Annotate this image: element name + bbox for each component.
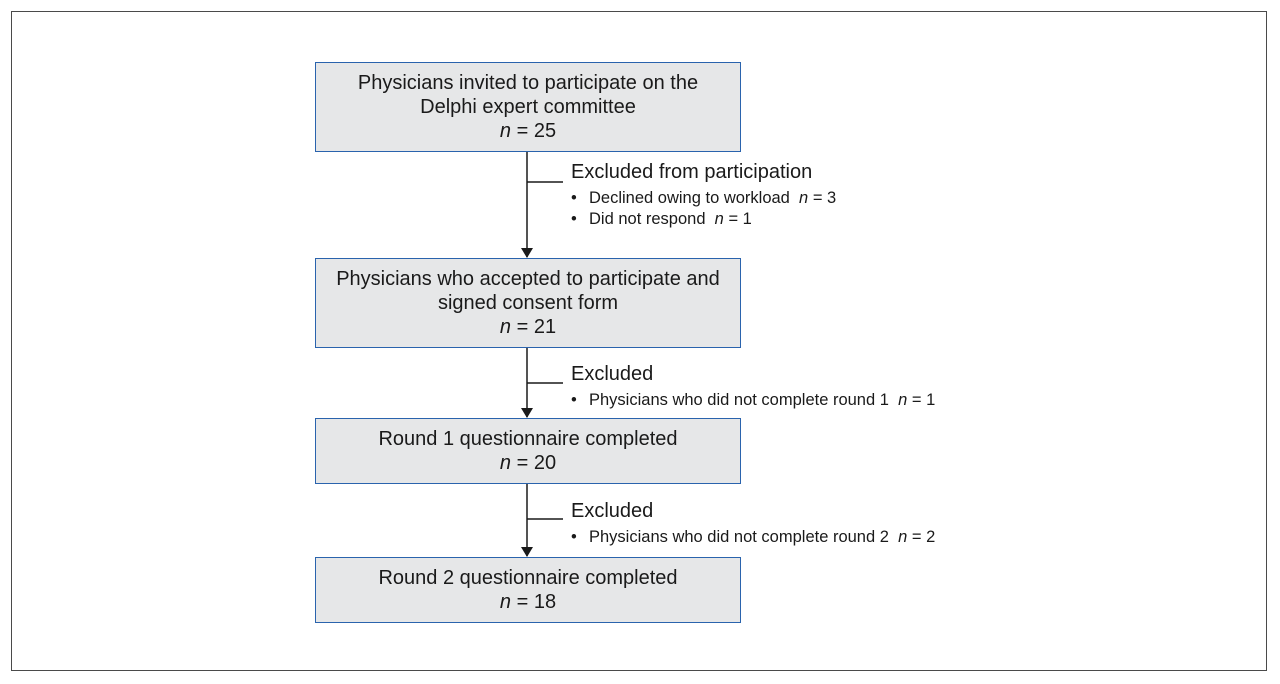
box-round-2: Round 2 questionnaire completed n = 18 [315, 557, 741, 623]
box-count: n = 20 [499, 452, 557, 474]
box-line: Physicians invited to participate on the [357, 72, 699, 94]
box-line: signed consent form [437, 292, 619, 314]
exclusion-title: Excluded [571, 363, 654, 385]
exclusion-item: Physicians who did not complete round 1 … [571, 390, 935, 411]
exclusion-title: Excluded from participation [571, 161, 813, 183]
box-count: n = 25 [499, 120, 557, 142]
exclusion-item: Did not respond n = 1 [571, 209, 836, 230]
figure-frame [11, 11, 1267, 671]
box-line: Physicians who accepted to participate a… [336, 268, 720, 290]
box-line: Delphi expert committee [420, 96, 636, 118]
box-count: n = 18 [499, 591, 557, 613]
exclusion-participation: Excluded from participation Declined owi… [571, 160, 836, 230]
exclusion-round-1: Excluded Physicians who did not complete… [571, 362, 935, 411]
box-round-1: Round 1 questionnaire completed n = 20 [315, 418, 741, 484]
box-invited: Physicians invited to participate on the… [315, 62, 741, 152]
box-line: Round 1 questionnaire completed [378, 428, 678, 450]
box-accepted: Physicians who accepted to participate a… [315, 258, 741, 348]
box-line: Round 2 questionnaire completed [378, 567, 678, 589]
box-count: n = 21 [499, 316, 557, 338]
exclusion-title: Excluded [571, 500, 654, 522]
exclusion-item: Declined owing to workload n = 3 [571, 188, 836, 209]
exclusion-round-2: Excluded Physicians who did not complete… [571, 499, 935, 548]
exclusion-item: Physicians who did not complete round 2 … [571, 527, 935, 548]
